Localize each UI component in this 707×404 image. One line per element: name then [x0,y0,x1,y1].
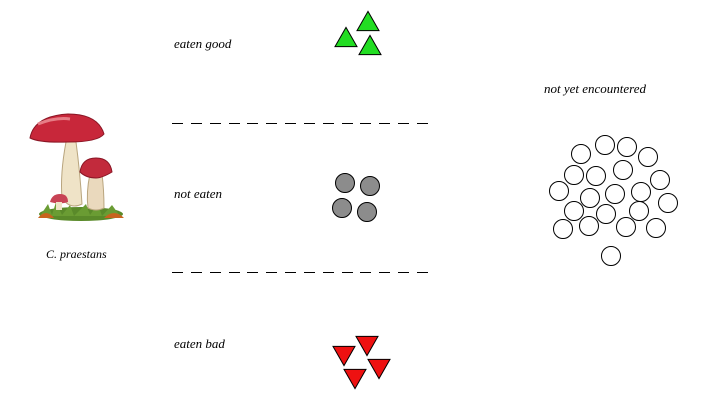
pool-marker [629,201,649,221]
pool-marker [613,160,633,180]
eaten-good-marker [358,34,382,56]
pool-marker [579,216,599,236]
pool-marker [596,204,616,224]
eaten-good-marker [334,26,358,48]
pool-marker [650,170,670,190]
pool-marker [616,217,636,237]
eaten-bad-marker [355,335,379,357]
pool-marker [617,137,637,157]
not-eaten-marker [360,176,380,196]
not-eaten-marker [332,198,352,218]
not-eaten-marker [335,173,355,193]
pool-marker [564,201,584,221]
pool-marker [631,182,651,202]
species-label: C. praestans [46,247,107,261]
pool-marker [638,147,658,167]
eaten-bad-marker [343,368,367,390]
not-eaten-markers [332,173,380,222]
eaten-bad-marker [367,358,391,380]
pool-marker [646,218,666,238]
mushroom-icon [29,113,124,221]
pool-marker [595,135,615,155]
divider-bottom [172,272,428,274]
divider-top [172,123,428,125]
not-eaten-label: not eaten [174,186,223,201]
eaten-good-markers [334,10,382,56]
not-yet-encountered-label: not yet encountered [544,81,647,96]
pool-marker [549,181,569,201]
pool-marker [658,193,678,213]
eaten-bad-markers [332,335,391,390]
eaten-good-marker [356,10,380,32]
pool-marker [586,166,606,186]
eaten-bad-marker [332,345,356,367]
not-eaten-marker [357,202,377,222]
not-yet-encountered-markers [549,135,678,266]
pool-marker [571,144,591,164]
eaten-good-label: eaten good [174,36,232,51]
pool-marker [553,219,573,239]
pool-marker [580,188,600,208]
pool-marker [605,184,625,204]
eaten-bad-label: eaten bad [174,336,225,351]
pool-marker [601,246,621,266]
pool-marker [564,165,584,185]
